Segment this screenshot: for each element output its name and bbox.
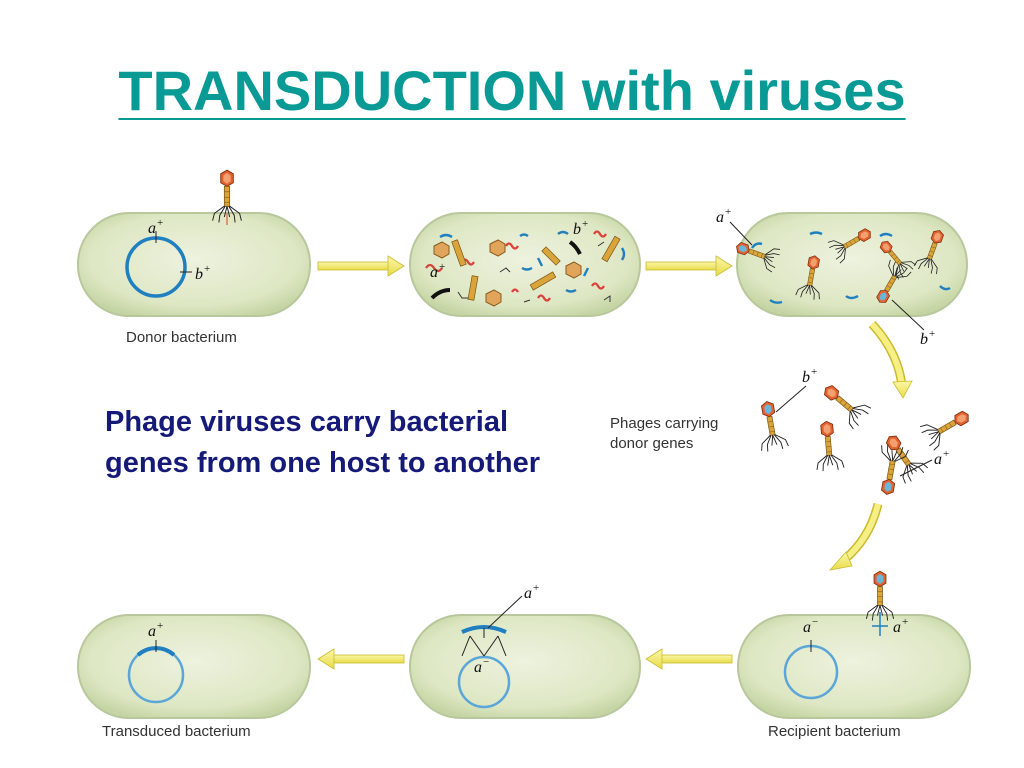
svg-text:+: + [929, 328, 935, 340]
gene-a-plus-assembly: a [716, 209, 724, 226]
label-phages-line2: donor genes [610, 435, 693, 452]
gene-a-plus-recombination: a [524, 585, 532, 602]
gene-a-plus-released: a [934, 451, 942, 468]
svg-text:+: + [725, 206, 731, 218]
gene-a-minus-recombination: a [474, 659, 482, 676]
svg-text:+: + [533, 582, 539, 594]
gene-a-plus-transduced: a [148, 623, 156, 640]
arrow-left-1 [645, 648, 733, 670]
recombining-bacterium [409, 614, 641, 719]
donor-bacterium [77, 212, 311, 317]
gene-b-plus-assembly: b [920, 331, 928, 348]
gene-b-plus-donor: b [195, 266, 203, 283]
page-title: TRANSDUCTION with viruses [118, 59, 906, 122]
arrow-right-2 [645, 255, 733, 277]
donor-dna-fragment [461, 625, 507, 634]
svg-text:+: + [582, 218, 588, 230]
gene-a-plus-recipient: a [893, 619, 901, 636]
svg-text:−: − [812, 616, 818, 628]
gene-a-plus-fragment: a [430, 264, 438, 281]
gene-b-plus-released: b [802, 369, 810, 386]
transduced-bacterium [77, 614, 311, 719]
chromosome-circle [457, 655, 511, 709]
svg-text:+: + [157, 620, 163, 632]
svg-text:+: + [439, 261, 445, 273]
svg-text:+: + [157, 217, 163, 229]
gene-a-plus-donor: a [148, 220, 156, 237]
svg-text:+: + [811, 366, 817, 378]
label-transduced-bacterium: Transduced bacterium [102, 723, 251, 740]
fragmenting-bacterium [409, 212, 641, 317]
svg-text:+: + [902, 616, 908, 628]
released-phages [752, 377, 976, 498]
svg-text:−: − [483, 656, 489, 668]
gene-a-minus-recipient: a [803, 619, 811, 636]
arrow-curved-down-2 [828, 502, 883, 571]
recipient-bacterium [737, 614, 971, 719]
label-recipient-bacterium: Recipient bacterium [768, 723, 901, 740]
arrow-right-1 [317, 255, 405, 277]
phage-assembly-bacterium [731, 212, 968, 317]
arrow-curved-down-1 [868, 320, 913, 399]
label-donor-bacterium: Donor bacterium [126, 329, 237, 346]
gene-b-plus-fragment: b [573, 221, 581, 238]
arrow-left-2 [317, 648, 405, 670]
caption-text: Phage viruses carry bacterial genes from… [105, 406, 541, 479]
svg-text:+: + [943, 448, 949, 460]
label-phages-line1: Phages carrying [610, 415, 718, 432]
svg-text:+: + [204, 263, 210, 275]
